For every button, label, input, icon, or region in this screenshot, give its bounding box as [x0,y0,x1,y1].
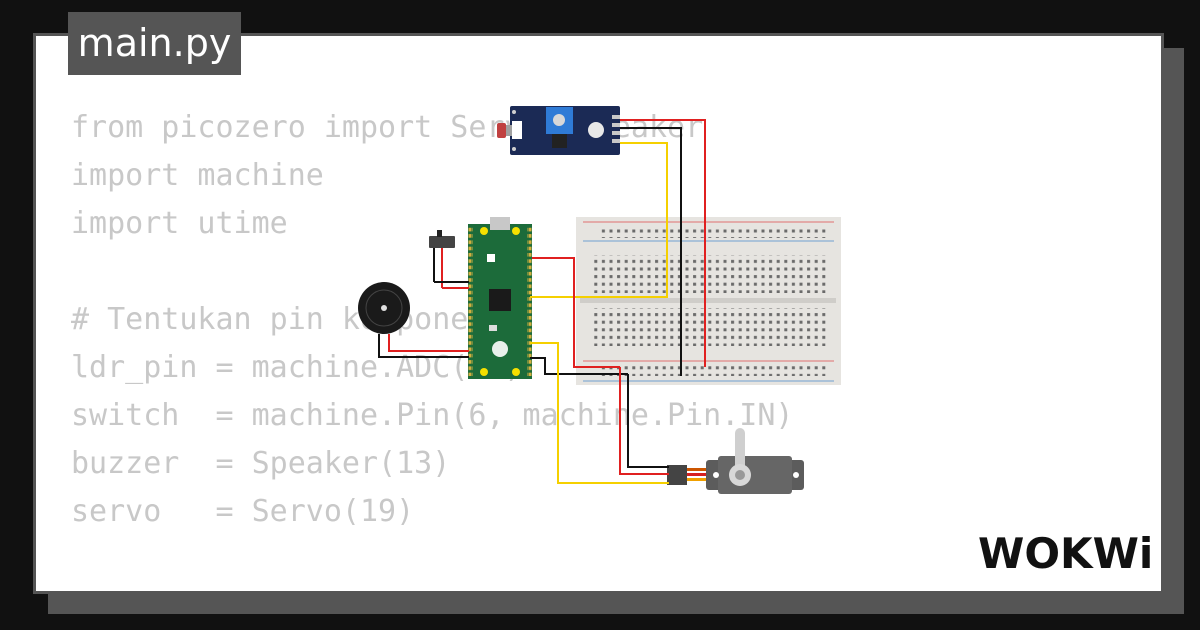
code-line: switch = machine.Pin(6, machine.Pin.IN) [71,398,794,433]
logo-text: WOKWi [978,529,1150,576]
code-line: import machine [71,158,324,193]
file-tab[interactable]: main.py [68,12,241,75]
code-line: buzzer = Speaker(13) [71,446,451,481]
code-line: def baca_ldr(): [71,584,793,591]
slide-switch [429,230,455,288]
code-block: from picozero import Servo, Speaker impor… [71,104,794,591]
code-line: # Tentukan pin komponen [71,302,487,337]
code-line: from picozero import Servo, Speaker [71,110,704,145]
code-line: servo = Servo(19) [71,494,415,529]
servo-motor [667,428,804,494]
buzzer [358,282,410,334]
ldr-sensor-module [497,106,620,155]
code-line: import utime [71,206,288,241]
wires [378,119,706,484]
pico-board [468,217,532,379]
breadboard [576,217,841,385]
wokwi-logo: WOKWi [978,529,1150,576]
